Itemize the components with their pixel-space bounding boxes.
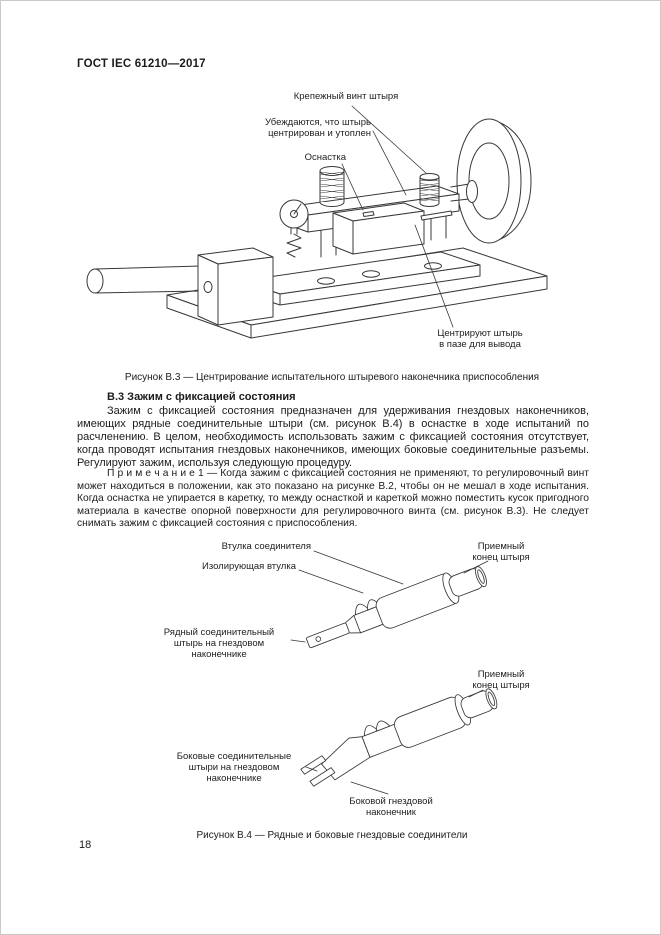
figure-b4-label-receiving-end-bottom-line1: Приемный: [477, 669, 525, 680]
fixture-block: [332, 202, 425, 255]
figure-b4-label-inline-tab-line2: штырь на гнездовом: [173, 638, 265, 649]
flag-receptacle: [300, 688, 498, 787]
figure-b3-label-fixing-screw: Крепежный винт штыря: [293, 91, 399, 102]
figure-b4-label-side-tabs: Боковые соединительные штыри на гнездово…: [164, 751, 304, 784]
figure-b4-caption: Рисунок В.4 — Рядные и боковые гнездовые…: [196, 830, 468, 841]
figure-b4-label-inline-tab-line1: Рядный соединительный: [163, 627, 275, 638]
figure-b3-caption: Рисунок В.3 — Центрирование испытательно…: [124, 372, 540, 383]
inline-receptacle: [306, 566, 487, 649]
figure-b3-label-ensure: Убеждаются, что штырь центрирован и утоп…: [201, 117, 371, 139]
figure-b3-label-ensure-line2: центрирован и утоплен: [268, 128, 371, 139]
figure-b4-label-side-tabs-line3: наконечнике: [206, 773, 262, 784]
section-note-1: П р и м е ч а н и е 1 — Когда зажим с фи…: [77, 468, 589, 529]
left-block: [197, 247, 274, 326]
document-header: ГОСТ IEC 61210—2017: [77, 58, 206, 70]
figure-b4-label-side-receptacle-line2: наконечник: [366, 807, 416, 818]
section-heading: В.3 Зажим с фиксацией состояния: [107, 391, 296, 403]
figure-b4-label-inline-tab-line3: наконечнике: [191, 649, 247, 660]
figure-b3-label-center-pin: Центрируют штырь в пазе для вывода: [425, 328, 535, 350]
knurled-knob-right: [419, 173, 440, 207]
adjusting-spring: [286, 233, 302, 258]
knurled-knob-left: [319, 166, 345, 207]
figure-b4-label-side-tabs-line2: штыри на гнездовом: [188, 762, 280, 773]
figure-b4-label-receiving-end-bottom-line2: конец штыря: [472, 680, 530, 691]
leader-lines: [341, 105, 454, 328]
round-fixture-cylinder: [456, 118, 532, 244]
figure-b4-label-receiving-end-top-line1: Приемный: [477, 541, 525, 552]
figure-b4-label-side-receptacle: Боковой гнездовой наконечник: [331, 796, 451, 818]
connecting-rod: [450, 180, 478, 203]
figure-b3-label-ensure-line1: Убеждаются, что штырь: [264, 117, 371, 128]
figure-b4-drawing: [290, 550, 498, 795]
section-paragraph-1: Зажим с фиксацией состояния предназначен…: [77, 405, 589, 469]
drive-shaft: [86, 265, 202, 294]
page-number: 18: [79, 839, 92, 851]
test-pin: [420, 210, 453, 221]
figure-b4: Втулка соединителя Приемный конец штыря …: [1, 539, 660, 827]
figure-b3: Крепежный винт штыря Убеждаются, что шты…: [1, 85, 660, 373]
leader-lines: [290, 550, 489, 795]
figure-b4-label-inline-tab: Рядный соединительный штырь на гнездовом…: [149, 627, 289, 660]
dial-indicator: [279, 199, 309, 235]
figure-b4-label-insulating-sleeve: Изолирующая втулка: [202, 561, 296, 572]
figure-b4-label-side-tabs-line1: Боковые соединительные: [176, 751, 292, 762]
figure-b4-label-receiving-end-top: Приемный конец штыря: [456, 541, 546, 563]
figure-b4-label-side-receptacle-line1: Боковой гнездовой: [349, 796, 433, 807]
figure-b4-label-receiving-end-bottom: Приемный конец штыря: [456, 669, 546, 691]
figure-b4-label-receiving-end-top-line2: конец штыря: [472, 552, 530, 563]
figure-b3-label-fixture: Оснастка: [304, 152, 346, 163]
figure-b3-label-center-pin-line1: Центрируют штырь: [437, 328, 523, 339]
figure-b4-label-connector-sleeve: Втулка соединителя: [221, 541, 311, 552]
figure-b3-label-center-pin-line2: в пазе для вывода: [439, 339, 521, 350]
figure-b3-drawing: [86, 105, 548, 339]
